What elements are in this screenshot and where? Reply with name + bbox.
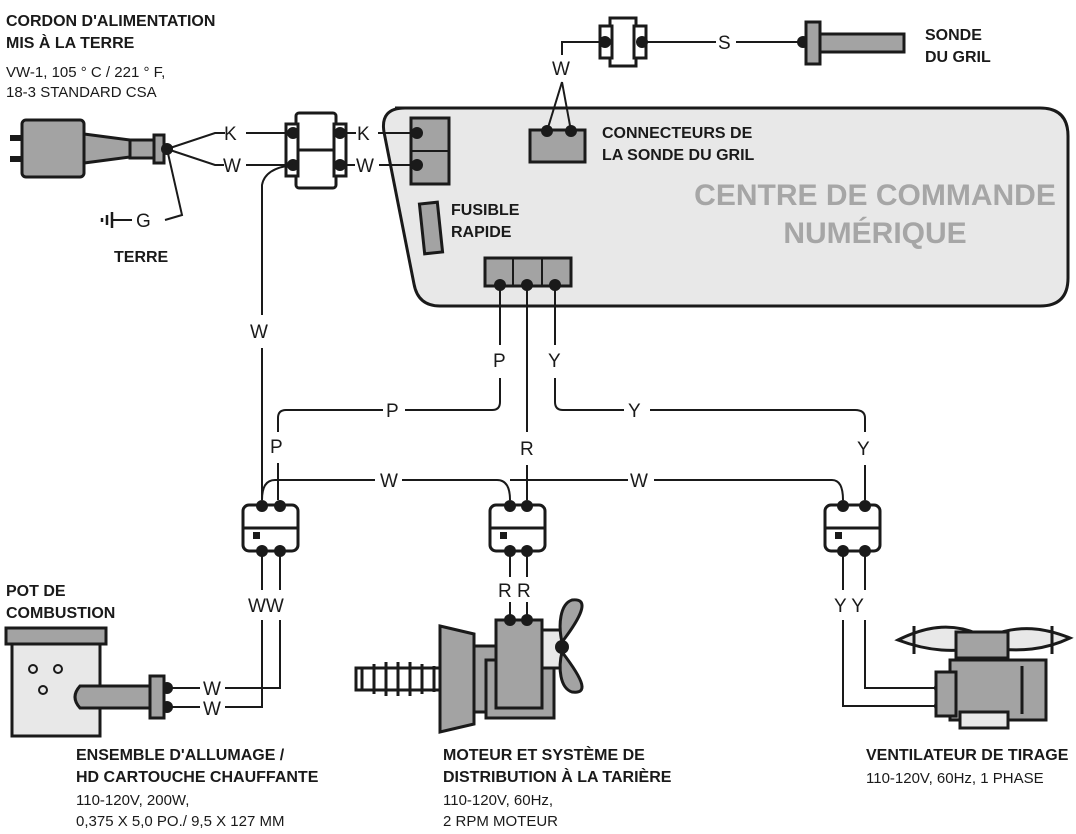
wire-label-y-vertical: Y [548,351,561,372]
auger-motor-title-line2: DISTRIBUTION À LA TARIÈRE [443,767,672,786]
wire-label-s: S [718,33,731,54]
igniter-cartridge-icon [73,674,166,720]
fuse-icon [417,200,445,256]
auger-motor-spec-line2: 2 RPM MOTEUR [443,813,558,830]
fan-inline-connector [823,503,882,553]
power-cord-title-line2: MIS À LA TERRE [6,33,135,52]
fire-pot-icon [4,626,108,738]
probe-inline-connector [598,16,648,68]
igniter-spec-line2: 0,375 X 5,0 PO./ 9,5 X 127 MM [76,813,284,830]
draft-fan-spec: 110-120V, 60Hz, 1 PHASE [866,770,1044,787]
control-center-title: CENTRE DE COMMANDE [694,179,1056,212]
grill-probe-icon [804,20,906,66]
wire-label-k-board: K [357,124,370,145]
power-plug-icon [10,118,166,179]
wire-label-w-igniter-top: W [203,679,221,700]
igniter-inline-connector [241,503,300,553]
wire-label-w-common-right: W [630,471,648,492]
power-inline-connector [284,111,348,190]
draft-fan-icon [894,625,1074,730]
fire-pot-label-line2: COMBUSTION [6,605,115,622]
fuse-label-line2: RAPIDE [451,224,512,241]
wire-label-y-drop: Y [857,439,870,460]
ground-label: TERRE [114,249,169,266]
wire-label-rr: R R [498,581,531,602]
wire-label-p-drop: P [270,437,283,458]
probe-connectors-label: CONNECTEURS DE [602,125,753,142]
probe-connectors-label-line2: LA SONDE DU GRIL [602,147,755,164]
wire-label-w-board: W [356,156,374,177]
igniter-spec: 110-120V, 200W, [76,792,189,809]
auger-inline-connector [488,503,547,553]
ground-symbol-icon [100,212,114,228]
wire-label-yy: Y Y [834,596,864,617]
draft-fan-title: VENTILATEUR DE TIRAGE [866,747,1069,764]
power-cord-spec: VW-1, 105 ° C / 221 ° F, [6,64,165,81]
control-center-title-line2: NUMÉRIQUE [783,216,966,250]
wire-label-p-horizontal: P [386,401,399,422]
wire-label-w-drop: W [250,322,268,343]
igniter-title: ENSEMBLE D'ALLUMAGE / [76,747,285,764]
power-cord-title: CORDON D'ALIMENTATION [6,13,215,30]
wire-label-w-cord: W [223,156,241,177]
grill-probe-label: SONDE [925,27,982,44]
wire-label-w-probe: W [552,59,570,80]
probe-connector-block [528,128,587,164]
auger-motor-icon [354,598,584,734]
wire-label-p-vertical: P [493,351,506,372]
fire-pot-label: POT DE [6,583,66,600]
wire-label-r-drop: R [520,439,534,460]
wire-label-w-igniter-bottom: W [203,699,221,720]
auger-motor-title: MOTEUR ET SYSTÈME DE [443,745,645,764]
igniter-title-line2: HD CARTOUCHE CHAUFFANTE [76,769,319,786]
power-cord-spec-line2: 18-3 STANDARD CSA [6,84,157,101]
fuse-label: FUSIBLE [451,202,520,219]
grill-probe-label-line2: DU GRIL [925,49,991,66]
wire-label-ww: WW [248,596,284,617]
auger-motor-spec: 110-120V, 60Hz, [443,792,553,809]
wire-label-w-common-left: W [380,471,398,492]
wire-label-g: G [136,211,151,232]
wire-label-y-horizontal: Y [628,401,641,422]
wire-label-k-cord: K [224,124,237,145]
